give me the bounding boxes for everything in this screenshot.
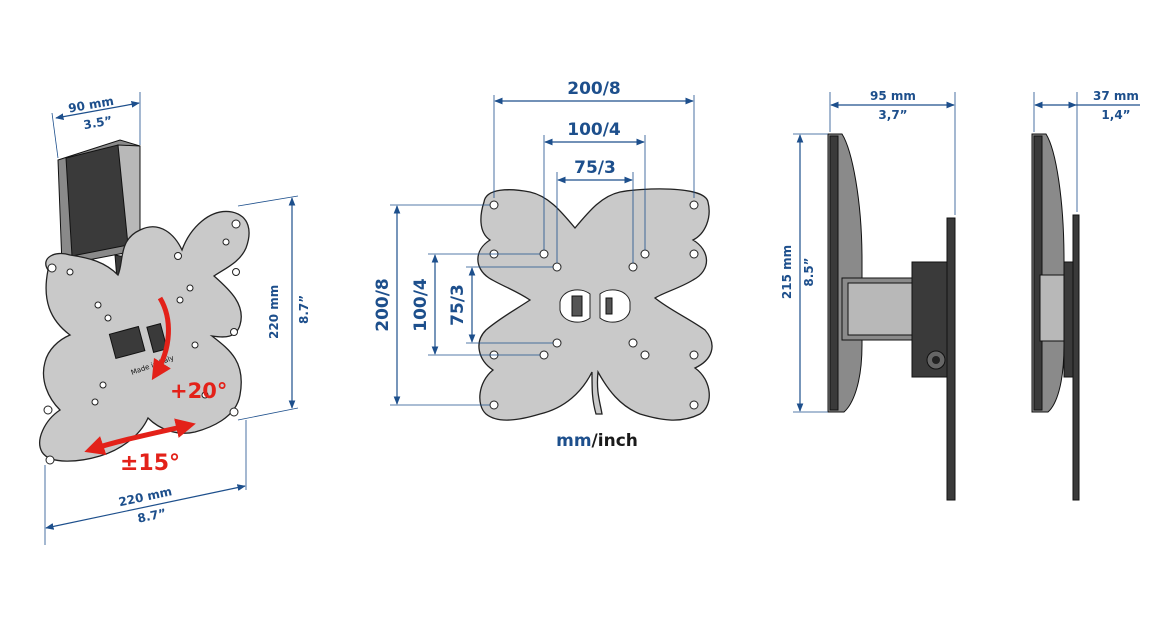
tilt-arrow — [151, 296, 171, 381]
top-width-metric: 90 mm — [67, 94, 115, 116]
front-view: 200/8 100/4 75/3 200/8 100/4 75/3 mm/inc… — [373, 79, 713, 451]
unit-caption-metric: mm — [556, 431, 591, 451]
folded-wall-plate-edge — [1033, 135, 1043, 411]
tilt-label: +20° — [170, 379, 227, 403]
side-depth-metric: 95 mm — [870, 89, 916, 103]
folded-depth-metric: 37 mm — [1093, 89, 1139, 103]
angled-view: Made in Italy +20° ±15° 90 mm 3.5” 220 m… — [39, 92, 311, 545]
side-view: 95 mm 3,7” 215 mm 8.5” — [780, 89, 956, 501]
bottom-width-metric: 220 mm — [117, 484, 173, 509]
top-width-imperial: 3.5” — [82, 113, 113, 132]
vesa-plate-front — [477, 188, 713, 421]
side-wall-plate-edge — [829, 135, 839, 411]
folded-side-view: 37 mm 1,4” — [1031, 89, 1140, 501]
angled-plate-holes — [43, 219, 241, 465]
plate-hub — [108, 325, 146, 360]
center-nut — [605, 297, 613, 315]
front-plate-holes — [489, 200, 699, 410]
swivel-arrow — [84, 418, 196, 456]
horiz-100: 100/4 — [567, 120, 621, 140]
height-imperial: 8.7” — [297, 295, 311, 324]
side-knob-center — [932, 356, 940, 364]
horiz-200: 200/8 — [567, 79, 621, 99]
center-slot-right — [599, 289, 631, 323]
folded-arm — [1039, 274, 1069, 342]
side-height-metric: 215 mm — [780, 245, 794, 299]
side-depth-imperial: 3,7” — [878, 108, 907, 122]
unit-caption-imperial: inch — [598, 431, 638, 451]
vert-200: 200/8 — [373, 278, 393, 332]
vesa-plate-angled — [39, 210, 250, 462]
center-bolt — [571, 295, 583, 317]
side-tv-plate — [946, 217, 956, 501]
height-metric: 220 mm — [267, 285, 281, 339]
folded-depth-imperial: 1,4” — [1101, 108, 1130, 122]
unit-caption: mm/inch — [556, 431, 638, 451]
side-height-imperial: 8.5” — [802, 257, 816, 286]
bottom-width-imperial: 8.7” — [136, 506, 167, 526]
folded-tv-plate — [1072, 214, 1080, 501]
swivel-label: ±15° — [120, 451, 180, 476]
vert-100: 100/4 — [411, 278, 431, 332]
horiz-75: 75/3 — [574, 158, 616, 178]
unit-caption-sep: / — [592, 431, 599, 451]
plate-slot — [146, 323, 168, 353]
wall-bracket-face — [65, 144, 129, 257]
vert-75: 75/3 — [448, 284, 468, 326]
